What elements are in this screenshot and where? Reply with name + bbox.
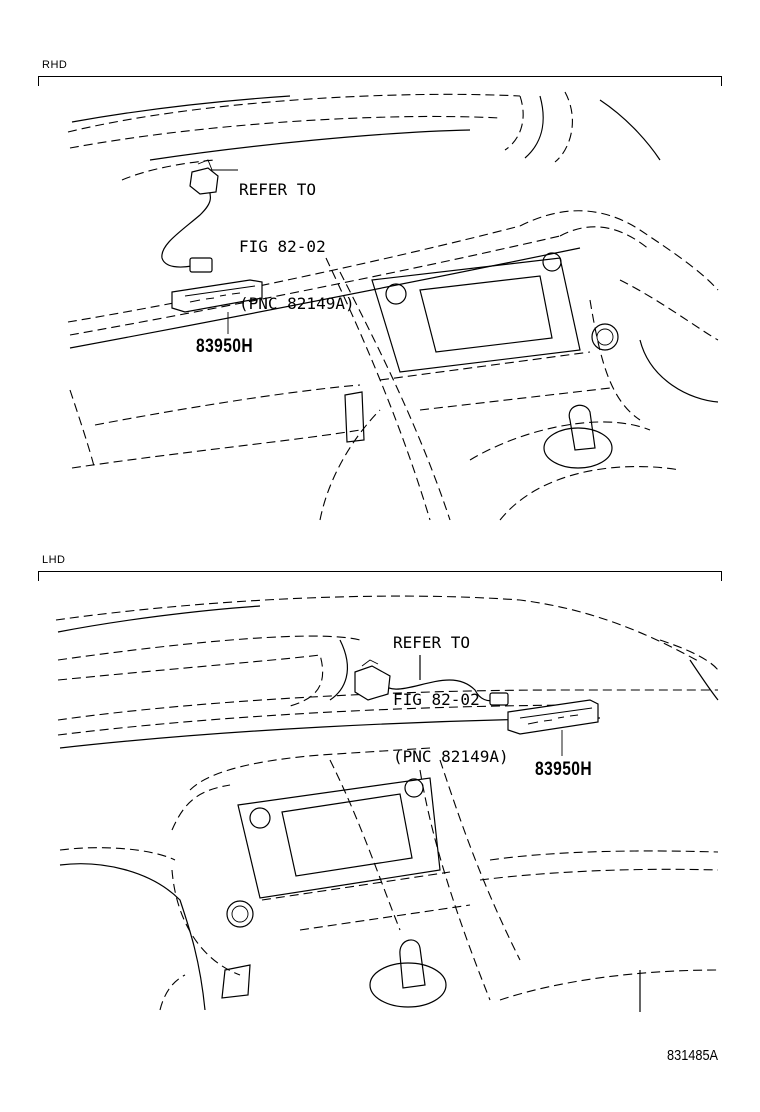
rhd-callout-line-3: (PNC 82149A) bbox=[239, 294, 355, 313]
panel-frame-rhd-left-tick bbox=[38, 76, 39, 86]
drawing-id: 831485A bbox=[666, 1047, 718, 1064]
lhd-part-number: 83950H bbox=[535, 759, 593, 780]
lhd-callout: REFER TO FIG 82-02 (PNC 82149A) bbox=[393, 595, 509, 785]
rhd-dashboard-drawing bbox=[67, 91, 719, 521]
lhd-dashboard-drawing bbox=[55, 595, 719, 1012]
rhd-callout-line-1: REFER TO bbox=[239, 180, 317, 199]
panel-frame-lhd-left-tick bbox=[38, 571, 39, 581]
panel-label-lhd: LHD bbox=[42, 554, 66, 566]
lhd-callout-line-3: (PNC 82149A) bbox=[393, 747, 509, 766]
lhd-callout-line-2: FIG 82-02 bbox=[393, 690, 480, 709]
panel-frame-lhd bbox=[38, 571, 722, 572]
panel-frame-lhd-right-tick bbox=[721, 571, 722, 581]
panel-label-rhd: RHD bbox=[42, 59, 68, 71]
lhd-callout-line-1: REFER TO bbox=[393, 633, 471, 652]
rhd-callout-line-2: FIG 82-02 bbox=[239, 237, 326, 256]
panel-frame-rhd bbox=[38, 76, 722, 77]
panel-frame-rhd-right-tick bbox=[721, 76, 722, 86]
rhd-callout: REFER TO FIG 82-02 (PNC 82149A) bbox=[239, 142, 355, 332]
rhd-part-number: 83950H bbox=[196, 336, 254, 357]
